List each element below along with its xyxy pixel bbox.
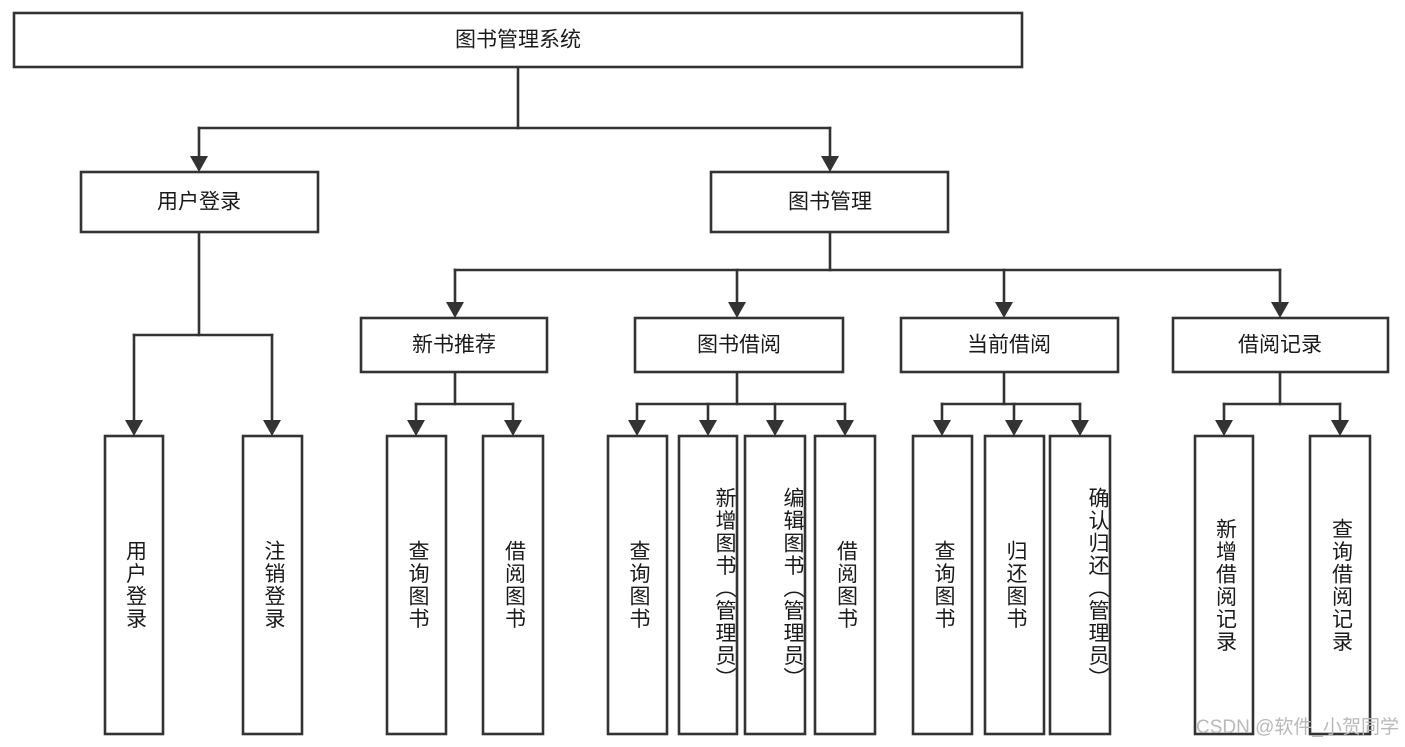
connector-group-current-borrow bbox=[933, 370, 1089, 436]
node-book-borrow-label: 图书借阅 bbox=[697, 334, 781, 357]
arrow-head-leaf-borrow-book-1 bbox=[504, 420, 522, 436]
arrow-head-leaf-return-book bbox=[1005, 420, 1023, 436]
leaf-box-query-book-1[interactable] bbox=[385, 434, 448, 736]
leaf-box-confirm-return[interactable] bbox=[1048, 434, 1112, 736]
arrow-head-borrow-record bbox=[1271, 302, 1289, 318]
arrow-head-leaf-confirm-return bbox=[1071, 420, 1089, 436]
arrow-head-leaf-add-book bbox=[699, 420, 717, 436]
leaf-box-logout[interactable] bbox=[241, 434, 304, 736]
leaf-box-return-book[interactable] bbox=[983, 434, 1046, 736]
connector-group-borrow-record bbox=[1215, 370, 1349, 436]
leaf-box-add-record[interactable] bbox=[1193, 434, 1255, 736]
connector-group-root bbox=[190, 65, 839, 172]
arrow-head-leaf-logout bbox=[263, 420, 281, 436]
leaf-box-add-book-admin[interactable] bbox=[677, 434, 739, 736]
node-borrow-record[interactable]: 借阅记录 bbox=[1171, 316, 1390, 374]
connector-group-book-borrow bbox=[628, 370, 854, 436]
node-book-borrow[interactable]: 图书借阅 bbox=[633, 316, 845, 374]
arrow-head-book-mgmt bbox=[821, 156, 839, 172]
connector-group-book-mgmt bbox=[446, 230, 1289, 318]
node-root-label: 图书管理系统 bbox=[455, 29, 581, 52]
node-book-management-box[interactable] bbox=[709, 170, 950, 234]
arrow-head-leaf-add-record bbox=[1215, 420, 1233, 436]
leaf-box-query-record[interactable] bbox=[1308, 434, 1372, 736]
node-book-management-label: 图书管理 bbox=[788, 191, 872, 214]
node-user-login-box[interactable] bbox=[79, 170, 320, 234]
arrow-head-leaf-borrow-book-2 bbox=[836, 420, 854, 436]
node-borrow-record-box[interactable] bbox=[1171, 316, 1390, 374]
arrow-head-new-book-rec bbox=[446, 302, 464, 318]
node-root-box[interactable] bbox=[12, 11, 1024, 69]
arrow-head-current-borrow bbox=[995, 302, 1013, 318]
node-current-borrow-box[interactable] bbox=[899, 316, 1120, 374]
node-current-borrow-label: 当前借阅 bbox=[967, 334, 1051, 357]
node-borrow-record-label: 借阅记录 bbox=[1238, 334, 1322, 357]
leaf-box-group bbox=[103, 434, 1372, 736]
arrow-head-leaf-query-book-1 bbox=[407, 420, 425, 436]
leaf-box-borrow-book-1[interactable] bbox=[481, 434, 545, 736]
arrow-head-book-borrow bbox=[728, 302, 746, 318]
arrow-head-leaf-edit-book bbox=[766, 420, 784, 436]
node-current-borrow[interactable]: 当前借阅 bbox=[899, 316, 1120, 374]
arrow-head-leaf-query-record bbox=[1331, 420, 1349, 436]
leaf-box-user-login[interactable] bbox=[103, 434, 165, 736]
arrow-head-leaf-query-book-3 bbox=[933, 420, 951, 436]
arrow-head-leaf-query-book-2 bbox=[628, 420, 646, 436]
arrow-head-user-login bbox=[190, 156, 208, 172]
node-new-book-recommend-label: 新书推荐 bbox=[412, 334, 496, 357]
node-new-book-recommend-box[interactable] bbox=[359, 316, 549, 374]
node-user-login-label: 用户登录 bbox=[157, 191, 241, 214]
node-new-book-recommend[interactable]: 新书推荐 bbox=[359, 316, 549, 374]
leaf-box-query-book-2[interactable] bbox=[606, 434, 669, 736]
node-user-login[interactable]: 用户登录 bbox=[79, 170, 320, 234]
node-book-borrow-box[interactable] bbox=[633, 316, 845, 374]
node-book-management[interactable]: 图书管理 bbox=[709, 170, 950, 234]
connector-group-new-book-rec bbox=[407, 370, 522, 436]
connector-group-user-login bbox=[125, 230, 281, 436]
csdn-watermark: CSDN @软件_小贺同学 bbox=[1196, 717, 1399, 738]
leaf-box-borrow-book-2[interactable] bbox=[813, 434, 877, 736]
leaf-box-edit-book-admin[interactable] bbox=[743, 434, 807, 736]
node-root-book-management-system[interactable]: 图书管理系统 bbox=[12, 11, 1024, 69]
leaf-box-query-book-3[interactable] bbox=[911, 434, 974, 736]
arrow-head-leaf-user-login bbox=[125, 420, 143, 436]
